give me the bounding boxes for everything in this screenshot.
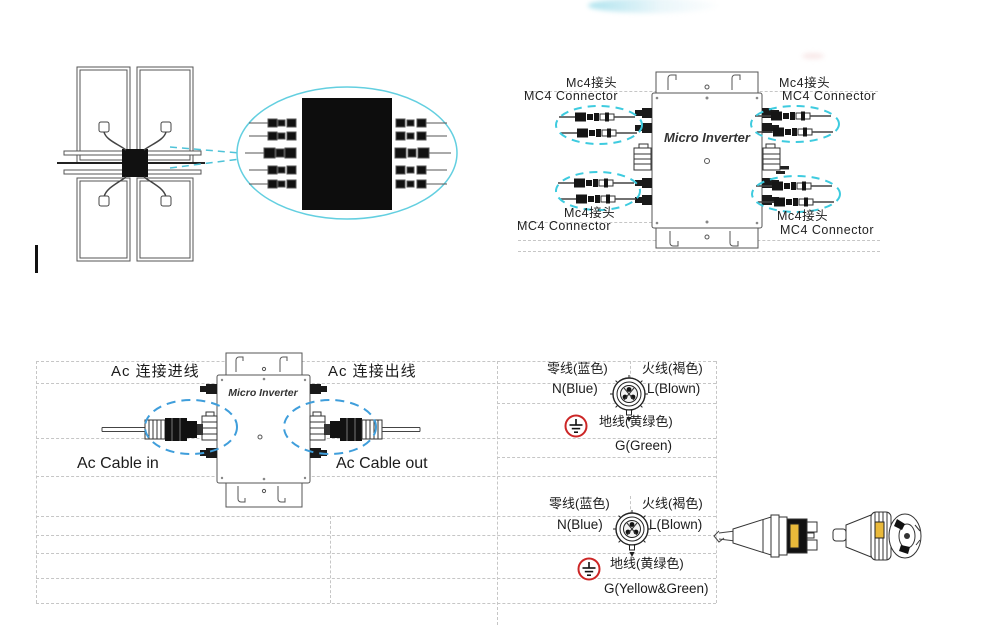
mc4-group-top-right	[750, 105, 840, 143]
ac-connector-pair-drawing	[713, 511, 922, 561]
mc4-label-bottom-right-cn: Mc4接头	[777, 209, 829, 223]
mc4-label-top-left-cn: Mc4接头	[566, 76, 618, 90]
inverter-title: Micro Inverter	[228, 387, 298, 399]
legend2-neutral-cn: 零线(蓝色)	[549, 496, 610, 511]
ac-in-label-en: Ac Cable in	[77, 455, 159, 472]
scan-smudge	[588, 0, 718, 13]
mc4-group-bottom-right	[751, 175, 841, 213]
dc-connectors-right	[394, 118, 451, 189]
legend2-live-cn: 火线(褐色)	[642, 496, 703, 511]
mc4-group-bottom-left	[555, 171, 641, 211]
ac-plug-face-icon-2	[613, 510, 651, 557]
tick-mark	[35, 245, 38, 273]
legend1-live-cn: 火线(褐色)	[642, 361, 703, 376]
ac-in-label-cn: Ac 连接进线	[111, 363, 200, 380]
mc4-group-top-left	[555, 105, 643, 145]
inverter-box	[122, 149, 148, 177]
ground-symbol-icon	[564, 414, 588, 438]
legend1-live-en: L(Blown)	[647, 381, 701, 396]
legend2-ground-en: G(Yellow&Green)	[604, 581, 709, 596]
solar-panel-array-diagram	[35, 66, 458, 273]
legend2-neutral-en: N(Blue)	[557, 517, 603, 532]
legend2-live-en: L(Blown)	[649, 517, 703, 532]
inverter-title: Micro Inverter	[664, 130, 751, 145]
mc4-label-top-right-cn: Mc4接头	[779, 76, 831, 90]
ac-out-highlight-ellipse	[283, 399, 377, 455]
mc4-connector-diagram: Micro Inverter	[555, 71, 841, 249]
solar-panels	[76, 66, 194, 262]
inverter-body	[651, 92, 763, 229]
top-bracket	[655, 71, 759, 94]
ac-male-connector	[713, 514, 818, 558]
ac-plug-face-icon	[610, 375, 648, 422]
inverter-box-zoomed	[302, 98, 392, 210]
ac-female-connector	[832, 511, 922, 561]
legend1-ground-cn: 地线(黄绿色)	[599, 414, 673, 429]
bottom-bracket	[655, 227, 759, 249]
ac-cable-out-connector	[324, 418, 421, 441]
mc4-label-top-right-en: MC4 Connector	[782, 89, 877, 103]
ac-in-highlight-ellipse	[144, 399, 238, 455]
legend1-neutral-en: N(Blue)	[552, 381, 598, 396]
ground-symbol-icon-2	[577, 557, 601, 581]
ac-out-label-en: Ac Cable out	[336, 455, 428, 472]
scan-smudge-2	[802, 53, 824, 59]
legend1-neutral-cn: 零线(蓝色)	[547, 361, 608, 376]
dc-connectors-left	[245, 118, 297, 189]
ac-cable-in-connector	[101, 418, 203, 441]
mc4-label-bottom-left-cn: Mc4接头	[564, 206, 616, 220]
legend1-ground-en: G(Green)	[615, 438, 673, 453]
ac-out-label-cn: Ac 连接出线	[328, 363, 417, 380]
mc4-label-bottom-left-en: MC4 Connector	[517, 219, 612, 233]
mc4-label-bottom-right-en: MC4 Connector	[780, 223, 875, 237]
ac-ports	[633, 143, 781, 171]
mc4-label-top-left-en: MC4 Connector	[524, 89, 619, 103]
legend2-ground-cn: 地线(黄绿色)	[610, 556, 684, 571]
ac-cable-diagram: Micro Inverter	[101, 352, 421, 508]
